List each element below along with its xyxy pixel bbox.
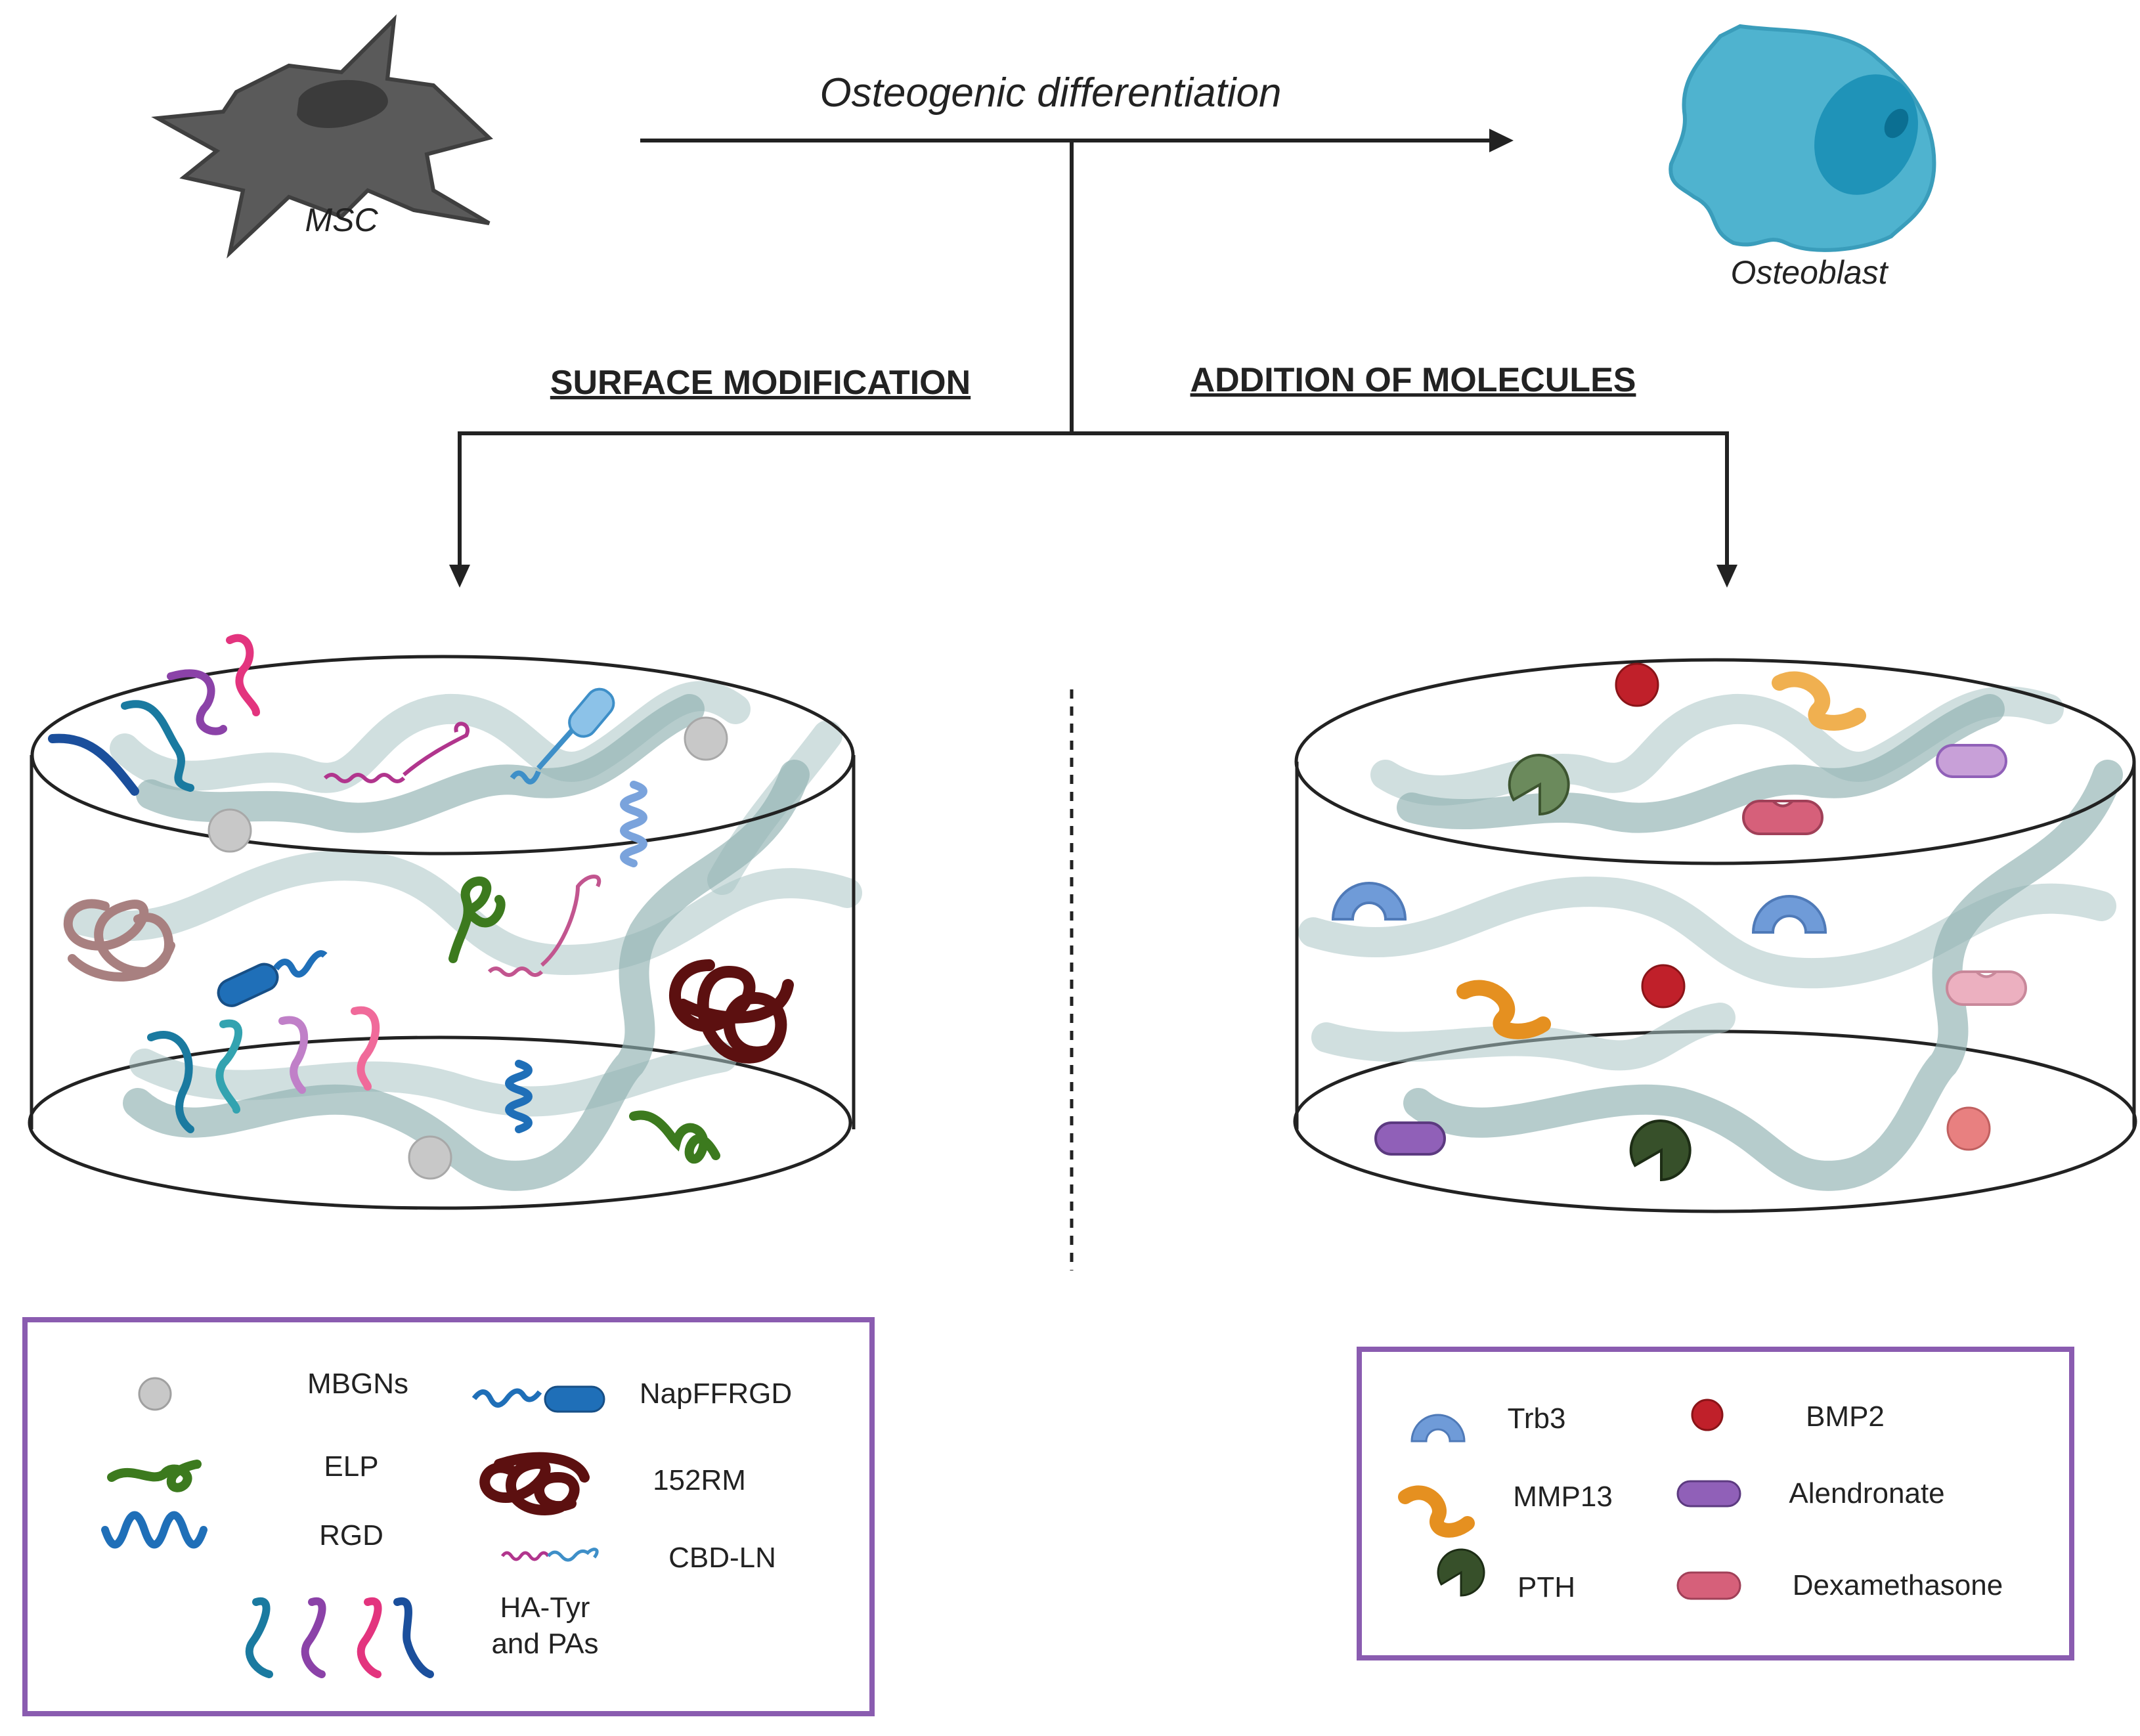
hatyr-pa-strand [121,700,194,792]
bmp2-legend-icon [1691,1399,1724,1431]
elp-coil [629,1110,720,1164]
alendronate-capsule [1936,744,2007,778]
legend-napffrgd: NapFFRGD [640,1378,792,1410]
legend-hatyr-line1: HA-Tyr [500,1592,590,1624]
bmp2-sphere [1615,662,1659,707]
mbgn-particle [684,716,728,761]
legend-trb3: Trb3 [1508,1402,1566,1435]
cbdln-legend-icon [500,1548,599,1562]
differentiation-arrow [640,129,1514,152]
legend-rgd: RGD [319,1519,383,1552]
cbdln-strand [323,722,469,783]
rm152-coil [63,899,175,982]
left-hydrogel-scaffold [28,634,862,1210]
rm152-legend-icon [479,1452,590,1516]
process-label: Osteogenic differentiation [819,70,1281,116]
trb3-legend-icon [1410,1414,1466,1443]
legend-hatyr-line2: and PAs [491,1628,598,1660]
mbgn-particle [207,808,252,853]
right-branch-arrowhead [1716,565,1737,588]
hatyr-pa-strand [167,669,227,735]
legend-pth: PTH [1518,1571,1575,1603]
msc-label: MSC [305,202,378,238]
hatyr-pa-strand [226,634,260,716]
left-branch-heading: SURFACE MODIFICATION [550,364,971,402]
trb3-arc [1751,895,1827,934]
legend-elp: ELP [324,1450,378,1483]
rgd-helix [505,1060,533,1133]
elp-legend-icon [107,1460,202,1492]
mbgn-legend-icon [138,1377,172,1411]
elp-coil [448,877,506,963]
branch-connectors [458,141,1729,578]
right-hydrogel-scaffold [1293,658,2137,1213]
bmp2-sphere [1641,964,1686,1009]
legend-mmp13: MMP13 [1513,1481,1613,1513]
legend-bmp2: BMP2 [1806,1400,1885,1433]
hatyr-pa-strand [147,1031,194,1133]
right-branch-heading: ADDITION OF MOLECULES [1190,361,1636,399]
msc-cell-icon [151,14,493,259]
osteoblast-label: Osteoblast [1730,254,1889,291]
hatyr-pa-strand [278,1016,309,1094]
napffrgd-head [217,963,279,1007]
legend-152rm: 152RM [653,1464,746,1496]
rgd-legend-icon [101,1511,207,1549]
hatyr-pa-strand [48,733,139,796]
legend-dexamethasone: Dexamethasone [1793,1569,2003,1601]
hatyr-pa-strand [215,1019,243,1114]
dexamethasone-capsule [1946,970,2027,1006]
pth-shape [1508,754,1570,816]
mbgn-particle [408,1135,452,1180]
napffrgd-legend-icon [471,1385,605,1413]
rm152-coil [669,959,794,1064]
mmp13-legend-icon [1398,1485,1475,1538]
dexamethasone-legend-icon [1676,1571,1741,1600]
rgd-helix [620,781,647,867]
napffrgd-head [568,687,615,738]
left-branch-arrowhead [449,565,470,588]
mmp13-chain [1456,980,1551,1039]
napffrgd-tail [273,950,328,978]
hatyr-pa-strand [351,1006,380,1091]
alendronate-capsule [1374,1121,1446,1156]
mmp13-chain [1772,671,1866,731]
right-legend-box [1357,1347,2074,1660]
legend-alendronate: Alendronate [1789,1477,1944,1509]
hatyr-pa-legend-icon [245,1597,434,1678]
bmp2-sphere [1946,1106,1991,1151]
legend-cbdln: CBD-LN [668,1542,776,1574]
left-legend-box [22,1317,875,1716]
pth-shape [1629,1119,1692,1182]
pth-legend-icon [1437,1548,1485,1597]
trb3-arc [1331,882,1407,921]
dexamethasone-capsule [1742,800,1823,835]
osteoblast-cell-icon [1669,24,1936,252]
legend-mbgns: MBGNs [307,1368,408,1400]
cbdln-strand [487,875,601,977]
alendronate-legend-icon [1676,1480,1741,1508]
